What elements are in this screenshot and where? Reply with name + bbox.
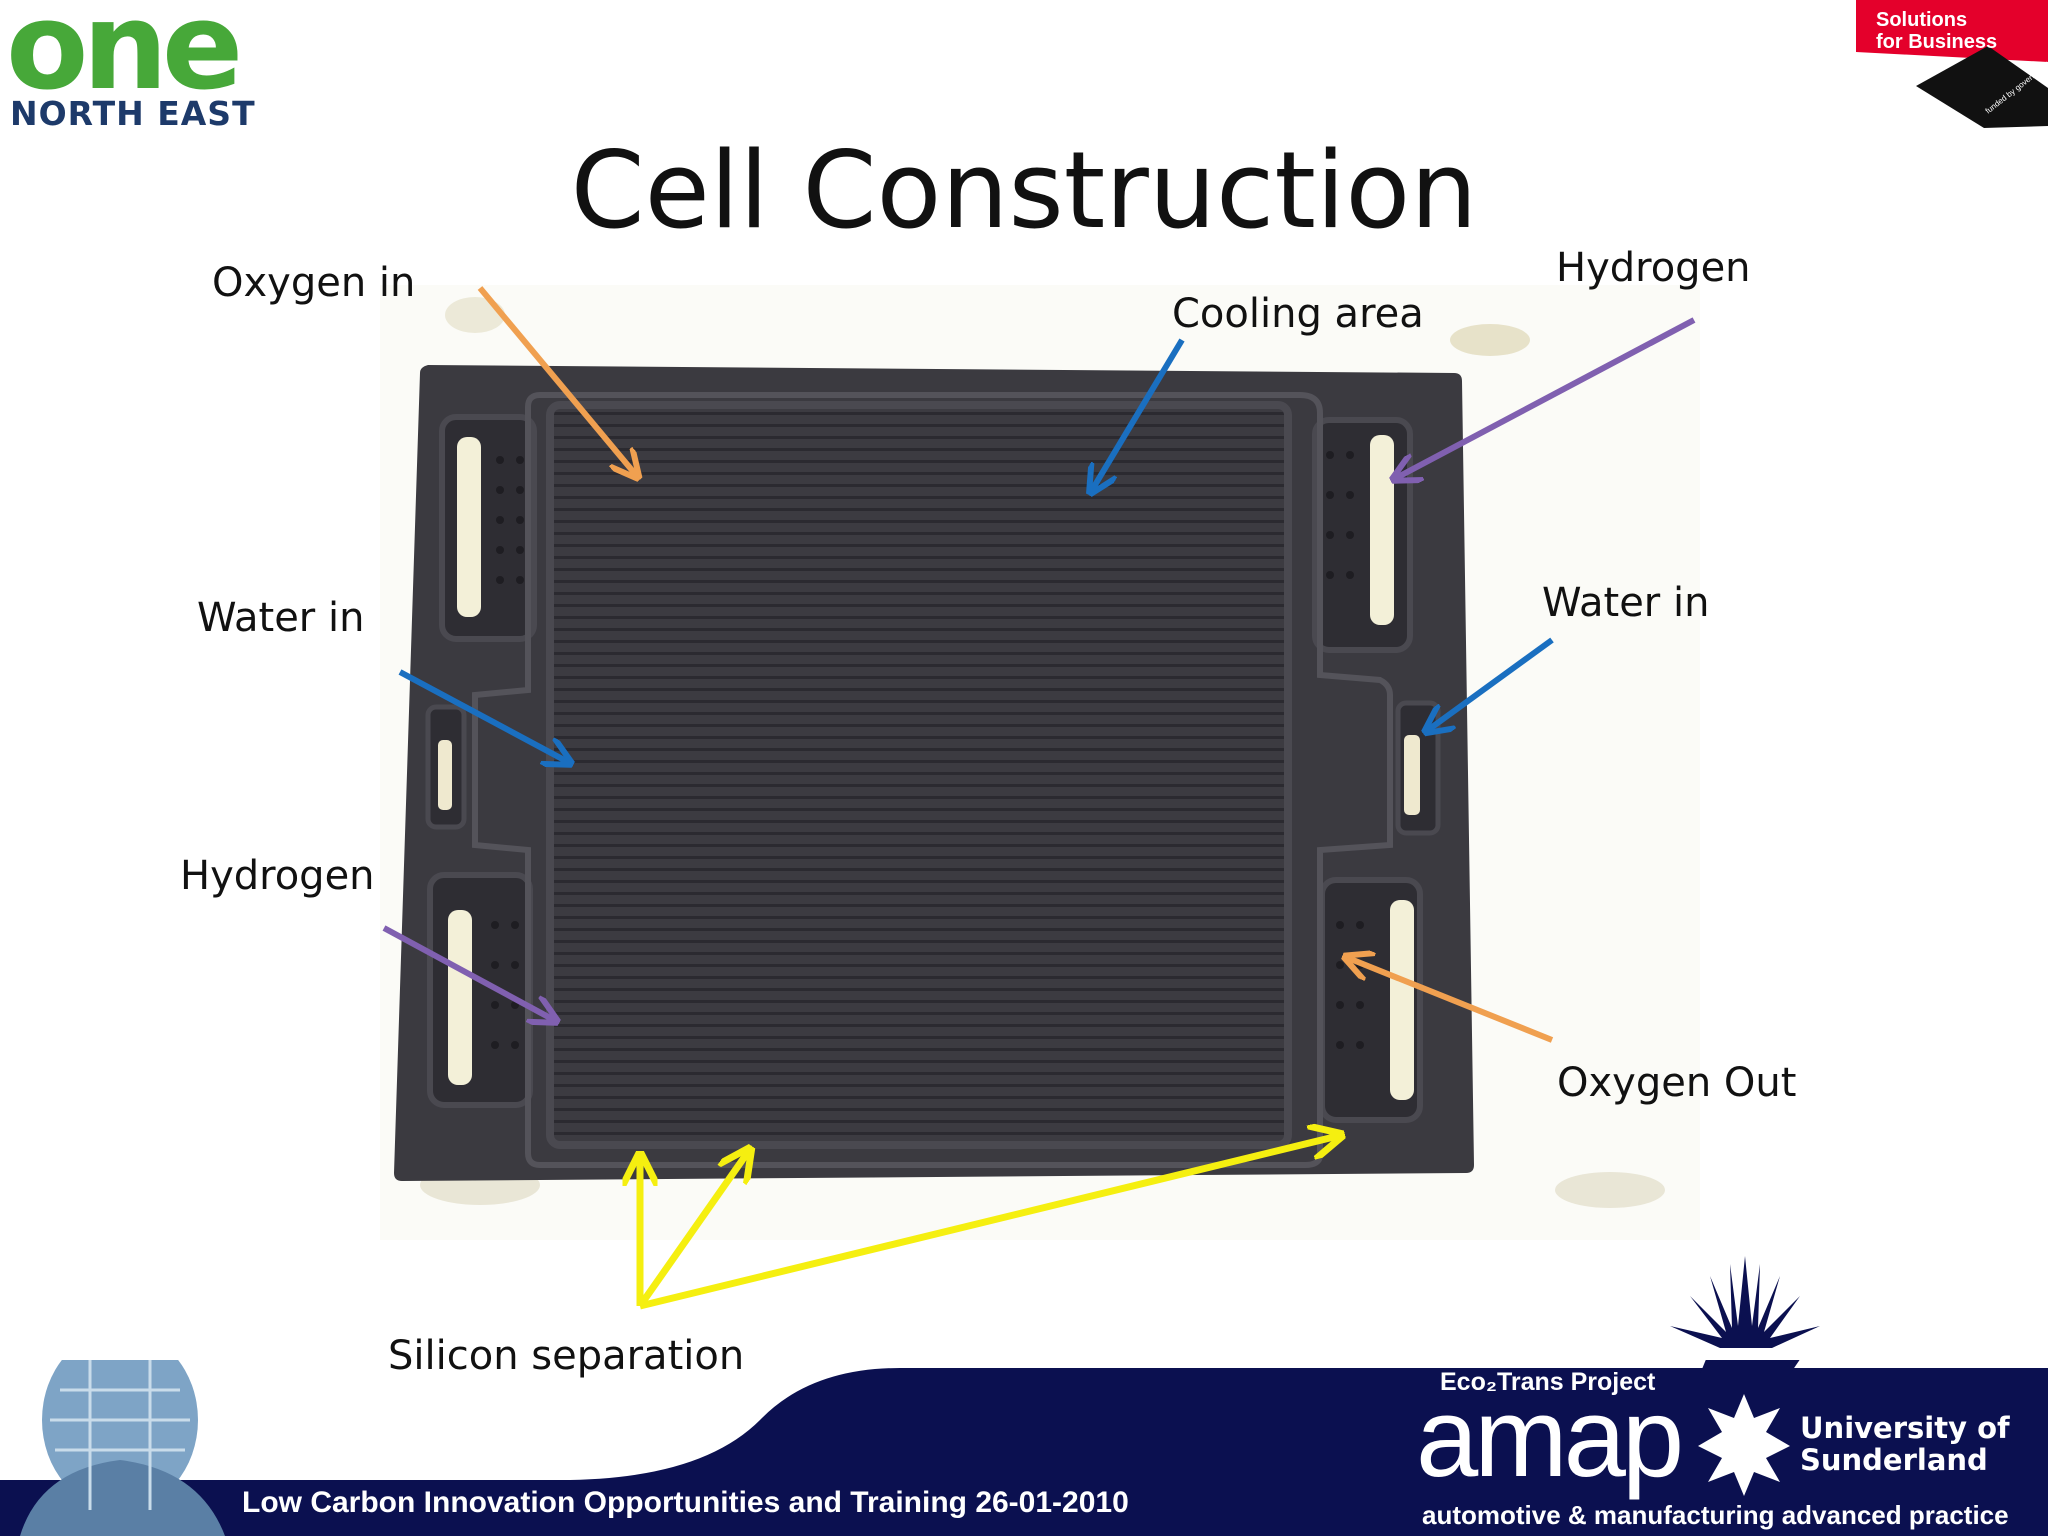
arrow-cooling-area <box>1092 338 1185 490</box>
amap-tagline: automotive & manufacturing advanced prac… <box>1422 1500 2009 1530</box>
sfb-line2: for Business <box>1876 31 1997 53</box>
one-logo-word: one <box>6 0 243 117</box>
one-north-east-logo: one NORTH EAST <box>6 0 256 136</box>
solutions-for-business-logo: Solutions for Business funded by governm… <box>1856 0 2048 128</box>
sfb-black-band <box>1916 46 2048 128</box>
footer-navy-shape <box>0 1368 2048 1536</box>
label-oxygen-in: Oxygen in <box>212 260 416 306</box>
arrow-silicon-3 <box>639 1136 1338 1310</box>
label-water-in-left: Water in <box>197 595 365 641</box>
arrow-oxygen-in <box>477 286 636 475</box>
label-oxygen-out: Oxygen Out <box>1557 1060 1797 1106</box>
arrow-water-in-left <box>398 669 568 762</box>
sfb-logo-graphic: Solutions for Business funded by governm… <box>1856 0 2048 128</box>
digital-figure-image <box>20 1360 225 1536</box>
slide-title: Cell Construction <box>570 129 1478 252</box>
label-hydrogen-bottom: Hydrogen <box>180 853 375 899</box>
label-silicon-separation: Silicon separation <box>388 1333 745 1379</box>
sunderland-crest-icon <box>1670 1256 1820 1348</box>
uos-line2: Sunderland <box>1800 1443 1988 1478</box>
sfb-line1: Solutions <box>1876 9 1967 31</box>
fuel-cell-plate-graphic <box>394 297 1665 1208</box>
sunderland-starburst <box>1700 1360 1800 1374</box>
arrow-hydrogen-bottom <box>382 925 554 1020</box>
label-cooling-area: Cooling area <box>1172 291 1424 337</box>
arrow-hydrogen-top <box>1396 317 1696 478</box>
one-logo-subtitle: NORTH EAST <box>10 94 256 133</box>
arrow-silicon-2 <box>637 1152 748 1309</box>
eco-trans-project: Eco₂Trans Project <box>1440 1368 1656 1396</box>
sfb-red-band <box>1856 0 2048 62</box>
footer-event-text: Low Carbon Innovation Opportunities and … <box>242 1486 1129 1519</box>
silicon-seal <box>472 392 1393 1168</box>
fuel-cell-plate-photo <box>380 285 1700 1240</box>
arrow-water-in-right <box>1428 637 1554 730</box>
footer-band <box>0 1360 2048 1536</box>
amap-wordmark: amap <box>1416 1375 1684 1500</box>
arrow-oxygen-out <box>1348 958 1554 1043</box>
uos-line1: University of <box>1800 1411 2010 1445</box>
university-of-sunderland-logo: University of Sunderland <box>1800 1412 2010 1477</box>
flow-field <box>546 401 1292 1149</box>
amap-star-icon <box>1698 1394 1790 1496</box>
label-water-in-right: Water in <box>1542 580 1710 626</box>
label-hydrogen-top: Hydrogen <box>1556 245 1751 291</box>
